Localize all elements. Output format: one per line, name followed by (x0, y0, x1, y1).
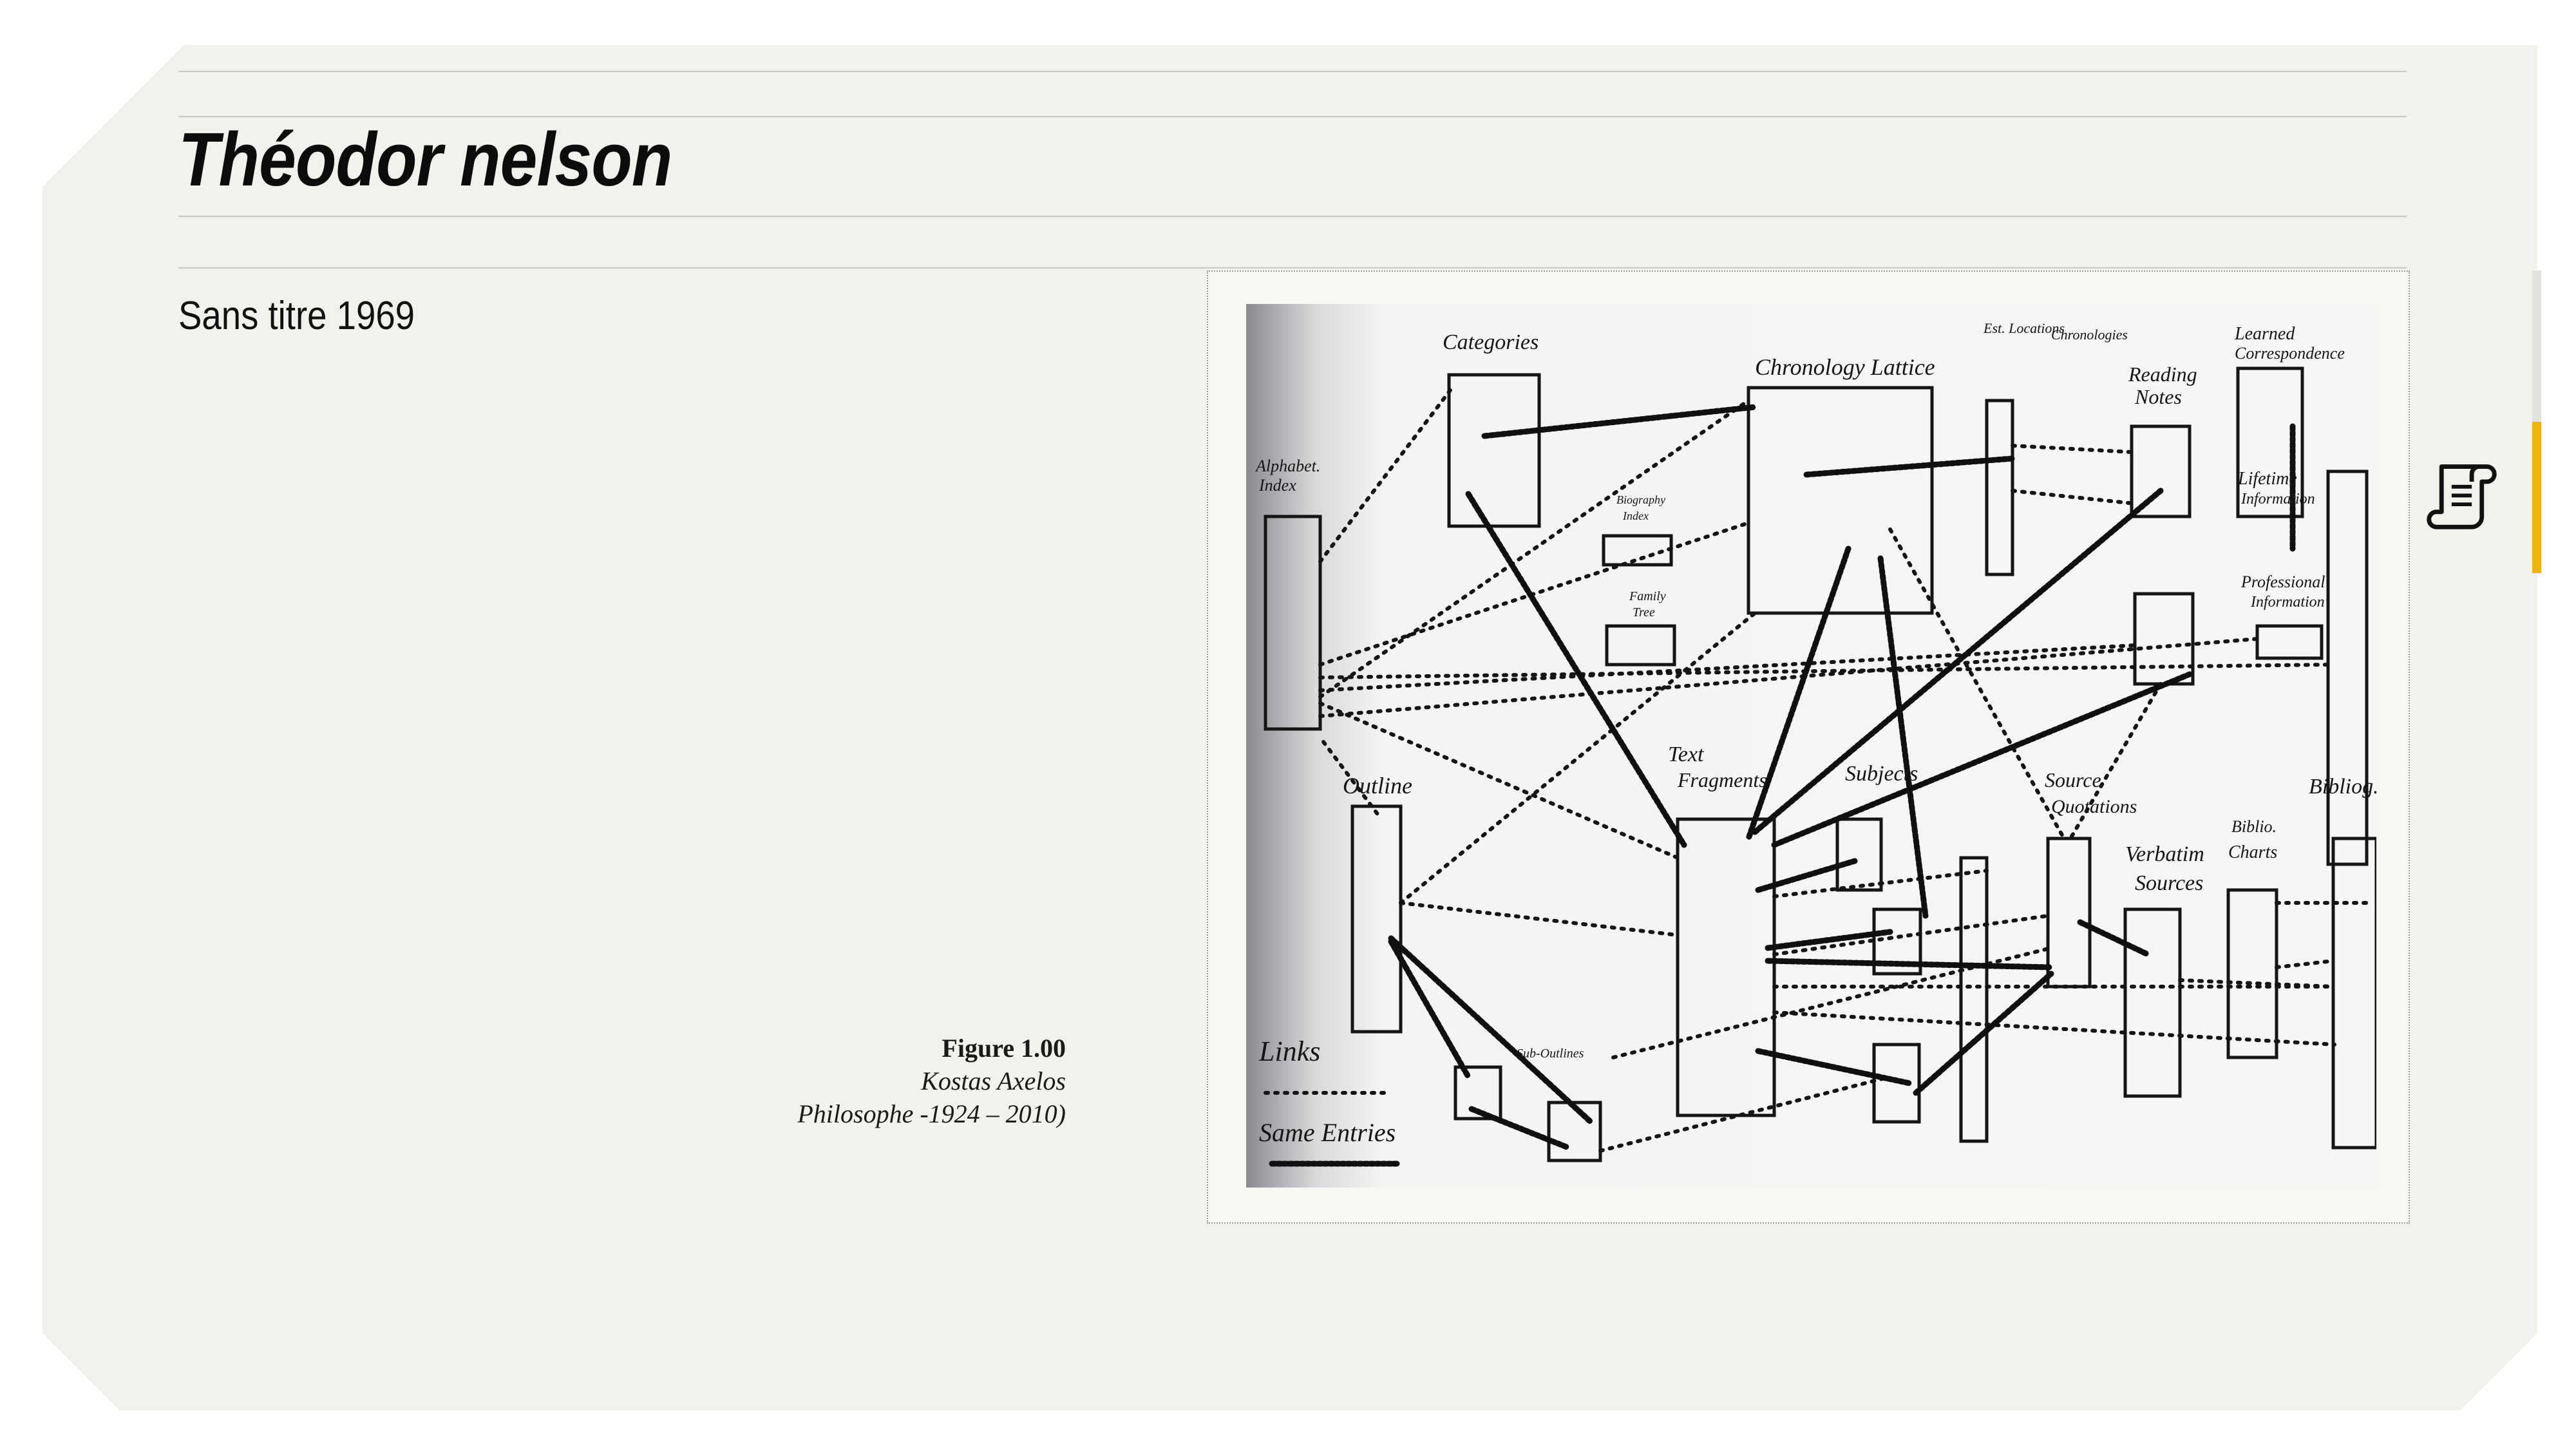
svg-text:Est. Locations: Est. Locations (1983, 320, 2065, 336)
svg-text:Sub-Outlines: Sub-Outlines (1517, 1046, 1584, 1061)
svg-text:Subjects: Subjects (1845, 762, 1918, 786)
svg-text:Information: Information (2250, 594, 2325, 611)
svg-text:Outline: Outline (1343, 773, 1412, 799)
svg-text:Information: Information (2240, 491, 2315, 507)
hand-drawn-diagram: Categories Chronology Lattice Reading No… (1246, 304, 2376, 1188)
svg-text:Fragments: Fragments (1677, 768, 1767, 791)
svg-text:Same Entries: Same Entries (1259, 1118, 1396, 1147)
svg-text:Source: Source (2045, 768, 2101, 791)
svg-text:Family: Family (1629, 589, 1666, 603)
svg-text:Links: Links (1258, 1036, 1320, 1067)
svg-text:Biography: Biography (1616, 493, 1665, 506)
svg-text:Charts: Charts (2228, 842, 2277, 862)
svg-text:Learned: Learned (2234, 324, 2295, 344)
svg-text:Alphabet.: Alphabet. (1255, 457, 1320, 475)
svg-text:Sources: Sources (2135, 871, 2203, 895)
svg-text:Quotations: Quotations (2051, 796, 2137, 817)
scrollbar-thumb[interactable] (2532, 422, 2541, 573)
content-rule (178, 267, 2407, 269)
artwork-subtitle: Sans titre 1969 (178, 294, 415, 338)
svg-text:Reading: Reading (2128, 363, 2197, 386)
figure-caption: Figure 1.00 Kostas Axelos Philosophe -19… (797, 1032, 1066, 1130)
header-rule-top (178, 71, 2407, 72)
page-title: Théodor nelson (178, 117, 672, 202)
header-rule-lower (178, 216, 2407, 217)
svg-text:Correspondence: Correspondence (2235, 344, 2345, 363)
figure-description: Philosophe -1924 – 2010) (797, 1099, 1066, 1128)
figure-image: Categories Chronology Lattice Reading No… (1246, 304, 2376, 1188)
svg-text:Bibliog.: Bibliog. (2309, 775, 2376, 799)
svg-text:Chronology Lattice: Chronology Lattice (1755, 354, 1935, 380)
svg-text:Chronologies: Chronologies (2051, 327, 2128, 343)
scroll-icon[interactable] (2421, 454, 2502, 535)
svg-text:Tree: Tree (1633, 605, 1655, 620)
svg-text:Verbatim: Verbatim (2125, 842, 2204, 866)
svg-text:Text: Text (1668, 743, 1705, 766)
svg-text:Index: Index (1258, 476, 1296, 495)
svg-text:Notes: Notes (2134, 385, 2182, 408)
svg-text:Categories: Categories (1443, 330, 1539, 354)
svg-text:Professional: Professional (2240, 573, 2325, 591)
svg-text:Index: Index (1622, 509, 1649, 522)
svg-text:Lifetime: Lifetime (2237, 469, 2297, 489)
svg-text:Biblio.: Biblio. (2231, 817, 2277, 836)
header-rule-upper (178, 116, 2407, 117)
figure-author: Kostas Axelos (921, 1066, 1066, 1095)
figure-number: Figure 1.00 (942, 1034, 1066, 1063)
